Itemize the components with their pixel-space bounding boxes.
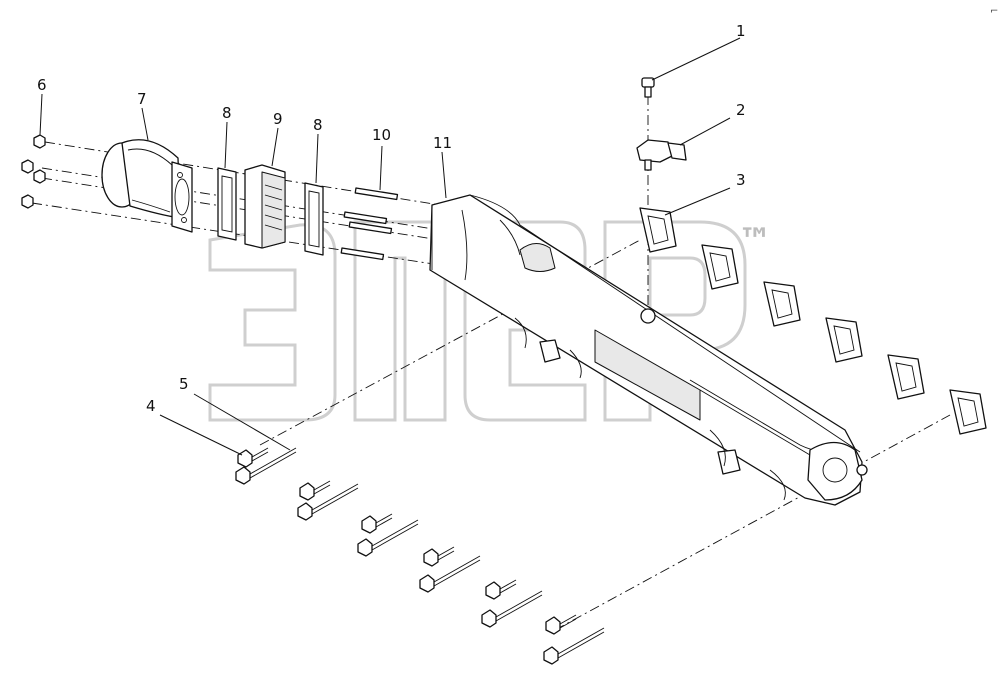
callout-10: 10 bbox=[372, 126, 391, 144]
part-7-elbow-pipe bbox=[101, 139, 193, 233]
callout-leaders bbox=[39, 37, 741, 456]
callout-8-right: 8 bbox=[313, 116, 323, 134]
part-2-sensor bbox=[636, 139, 687, 171]
callout-1: 1 bbox=[736, 22, 746, 40]
callout-labels: 1 2 3 4 5 6 7 8 9 8 10 11 bbox=[37, 22, 746, 415]
part-8-gasket-left bbox=[217, 167, 237, 241]
part-1-screw bbox=[641, 77, 655, 98]
part-11-exhaust-manifold bbox=[429, 194, 868, 506]
callout-7: 7 bbox=[137, 90, 147, 108]
trademark-symbol: ™ bbox=[738, 221, 772, 261]
callout-8-left: 8 bbox=[222, 104, 232, 122]
callout-3: 3 bbox=[736, 171, 746, 189]
part-6-nuts bbox=[21, 134, 46, 209]
part-5-long-bolts bbox=[235, 447, 605, 665]
part-10-studs bbox=[340, 187, 399, 261]
part-9-filter-block bbox=[244, 164, 286, 249]
callout-9: 9 bbox=[273, 110, 283, 128]
callout-4: 4 bbox=[146, 397, 156, 415]
corner-mark: ⌐ bbox=[990, 6, 998, 17]
callout-5: 5 bbox=[179, 375, 189, 393]
callout-11: 11 bbox=[433, 134, 452, 152]
part-3-gaskets bbox=[639, 207, 987, 435]
part-8-gasket-right bbox=[304, 182, 324, 256]
part-4-short-bolts bbox=[237, 447, 577, 635]
callout-6: 6 bbox=[37, 76, 47, 94]
callout-2: 2 bbox=[736, 101, 746, 119]
